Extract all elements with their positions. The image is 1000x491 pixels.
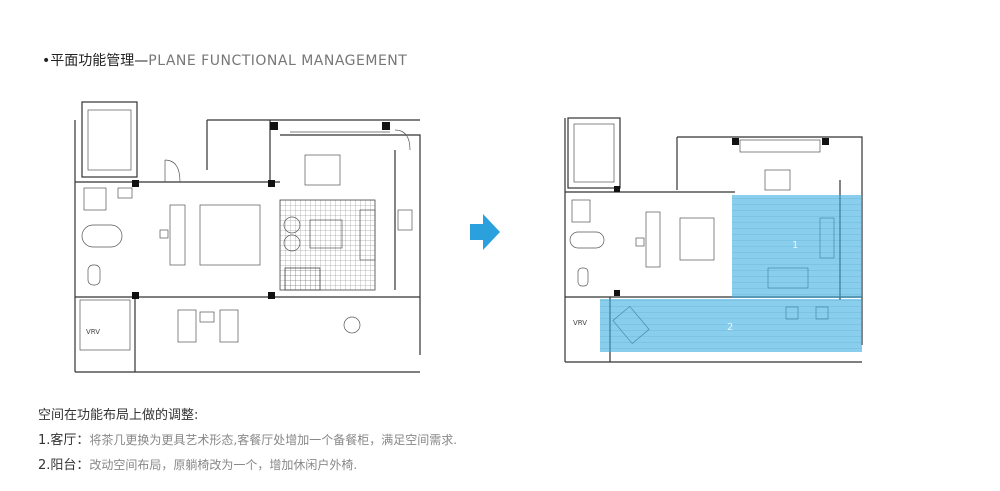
arrow-right-icon <box>470 214 500 250</box>
note-value: 改动空间布局，原躺椅改为一个，增加休闲户外椅. <box>89 458 358 472</box>
note-item: 1.客厅：将茶几更换为更具艺术形态,客餐厅处增加一个备餐柜，满足空间需求. <box>38 428 457 453</box>
title-cn: •平面功能管理— <box>42 53 149 69</box>
zone-1-label: 1 <box>792 240 798 251</box>
note-value: 将茶几更换为更具艺术形态,客餐厅处增加一个备餐柜，满足空间需求. <box>89 433 458 447</box>
floor-plans: VRV VRV 1 <box>74 101 863 373</box>
title-en: PLANE FUNCTIONAL MANAGEMENT <box>148 53 408 69</box>
notes-heading: 空间在功能布局上做的调整: <box>38 408 199 423</box>
vrv-label: VRV <box>573 319 587 327</box>
adjustment-notes: 空间在功能布局上做的调整: 1.客厅：将茶几更换为更具艺术形态,客餐厅处增加一个… <box>38 404 457 478</box>
vrv-label: VRV <box>86 328 100 336</box>
note-key: 2.阳台： <box>38 458 90 473</box>
plan-before: VRV <box>74 101 421 373</box>
page-title: •平面功能管理—PLANE FUNCTIONAL MANAGEMENT <box>42 50 407 70</box>
zone-2-label: 2 <box>727 322 733 333</box>
note-key: 1.客厅： <box>38 433 90 448</box>
note-item: 2.阳台：改动空间布局，原躺椅改为一个，增加休闲户外椅. <box>38 453 457 478</box>
plan-after: VRV 1 2 <box>564 117 863 363</box>
